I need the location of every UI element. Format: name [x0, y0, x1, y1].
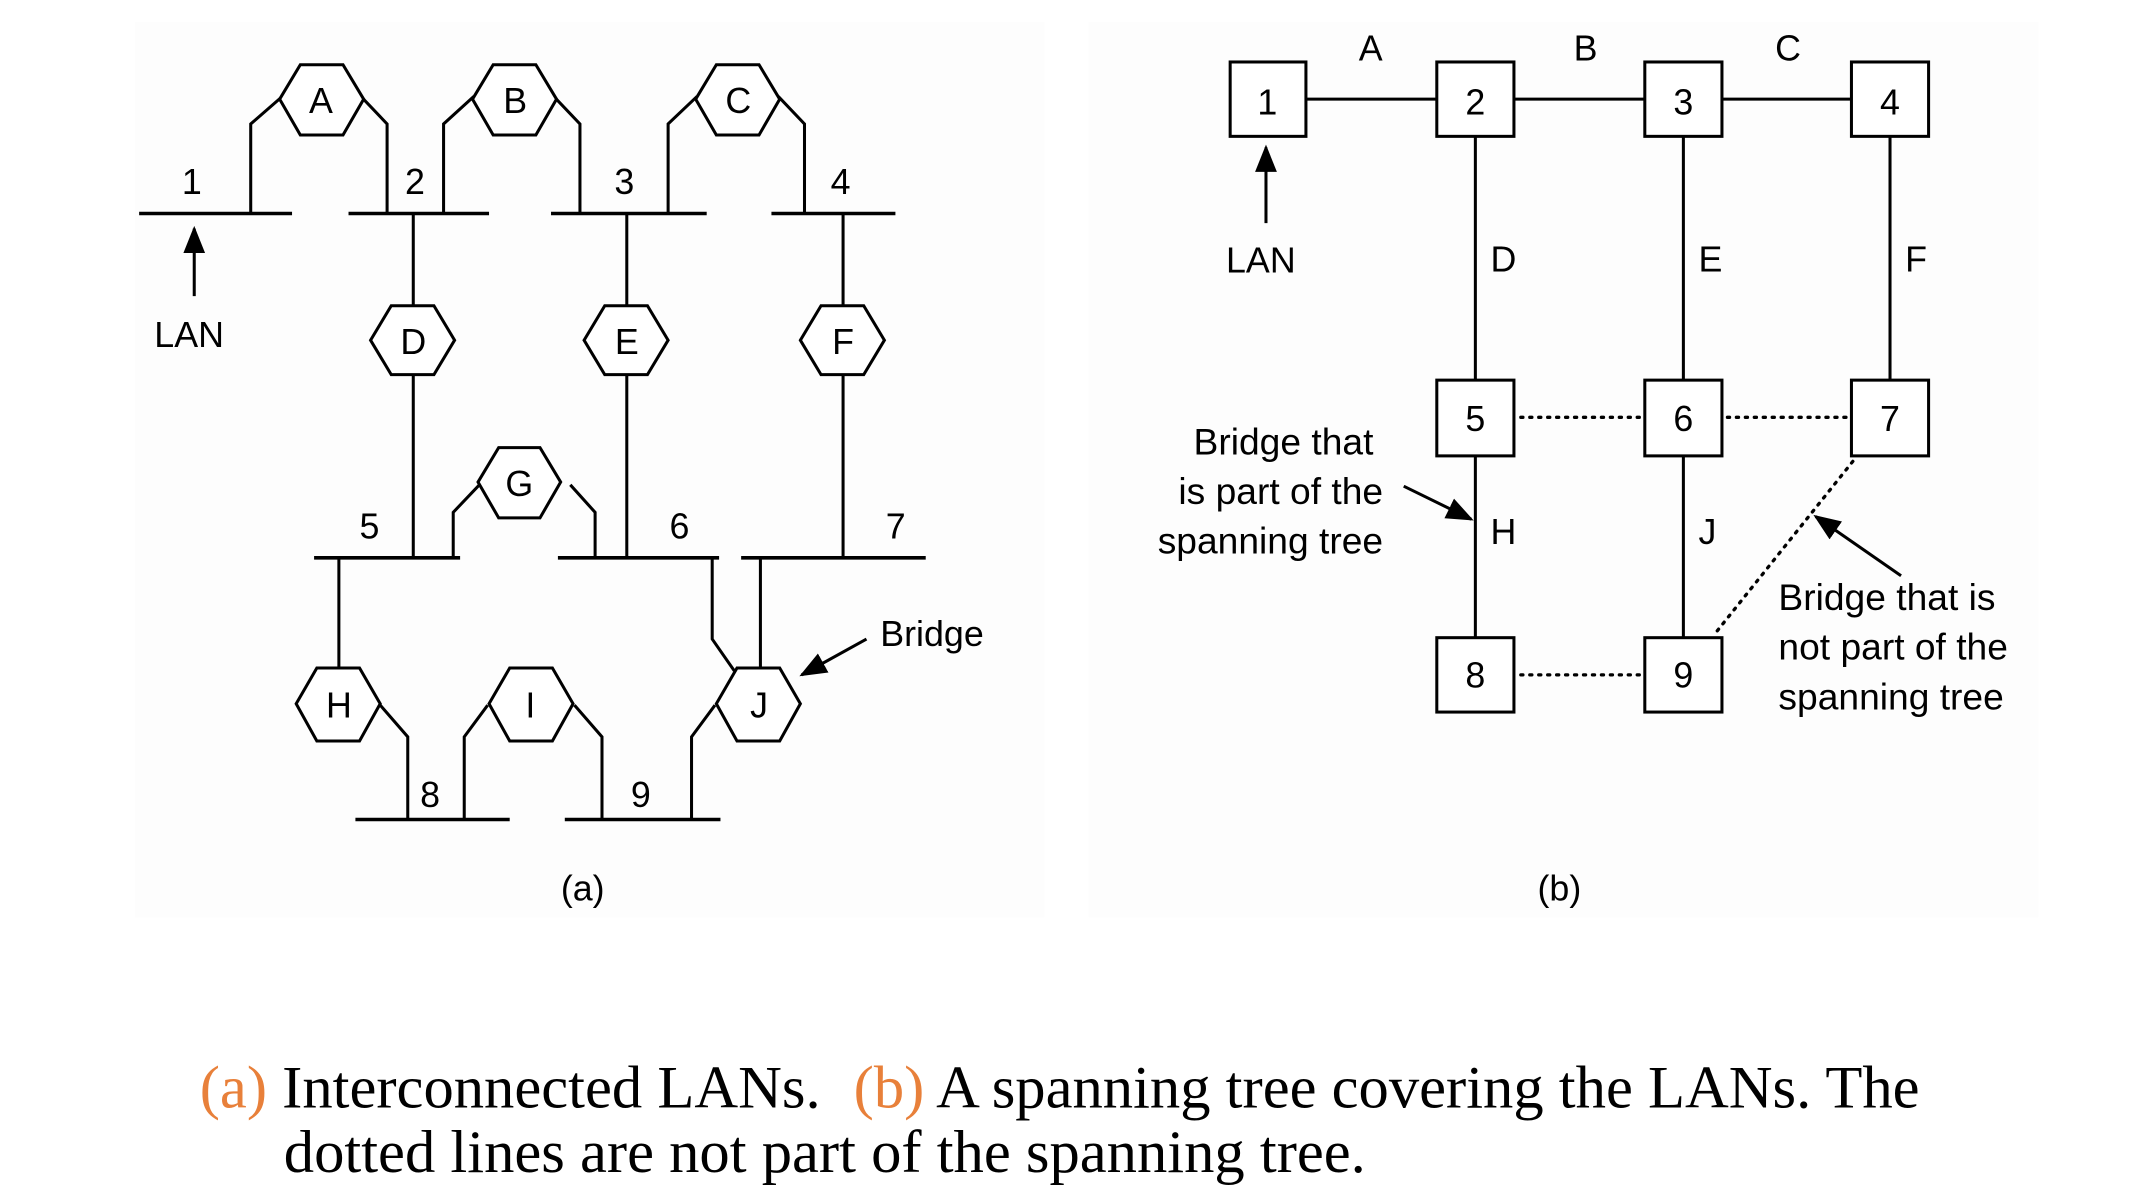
- bridge-pointer-arrow: [799, 637, 868, 677]
- bridge-h-hexagon: [294, 666, 382, 743]
- edge-label-h: H: [1491, 512, 1517, 552]
- note-in-tree-line-3: spanning tree: [1158, 520, 1383, 562]
- bridge-d-hexagon: [368, 304, 457, 377]
- lan-pointer-label-a: LAN: [154, 315, 224, 355]
- bridge-h-label: H: [326, 686, 352, 726]
- bridge-b-link-right: [552, 95, 582, 214]
- node-8-label: 8: [1465, 655, 1485, 695]
- bridge-g-link-right: [569, 483, 597, 558]
- node-9-label: 9: [1673, 655, 1693, 695]
- note-not-in-tree-line-3: spanning tree: [1778, 675, 2003, 717]
- lan-4-label: 4: [831, 162, 851, 202]
- bridge-f-hexagon: [798, 304, 887, 377]
- bridge-i-label: I: [525, 686, 535, 726]
- bridge-a-link-right: [359, 95, 389, 214]
- bridge-d-label: D: [400, 322, 426, 362]
- edge-label-d: D: [1491, 239, 1517, 279]
- node-1: [1228, 60, 1308, 138]
- node-3: [1643, 60, 1724, 138]
- node-7: [1849, 378, 1931, 458]
- bridge-c-hexagon: [693, 63, 782, 137]
- caption-marker-b: (b): [854, 1054, 925, 1121]
- node-4-label: 4: [1880, 82, 1900, 122]
- edge-label-e: E: [1699, 239, 1723, 279]
- note-not-in-tree-line-1: Bridge that is: [1778, 576, 1995, 618]
- caption-text-b: A spanning tree covering the LANs. The: [924, 1054, 1919, 1121]
- panel-a-background: [135, 22, 1045, 918]
- bridge-j-hexagon: [714, 666, 803, 743]
- note-in-tree-line-2: is part of the: [1178, 470, 1383, 512]
- bridge-a-label: A: [309, 81, 333, 121]
- bridge-e-hexagon: [582, 304, 670, 377]
- bridge-b-link-left: [442, 95, 475, 214]
- node-2-label: 2: [1465, 82, 1485, 122]
- node-9: [1643, 636, 1724, 714]
- bridge-e-label: E: [615, 322, 639, 362]
- bridge-c-label: C: [725, 81, 751, 121]
- bridge-b-hexagon: [470, 63, 559, 137]
- panel-a: 1 2 3 4 5 6 7 8 9 A B C D E: [139, 63, 984, 909]
- note-not-in-tree-arrow: [1813, 514, 1902, 577]
- node-8: [1435, 636, 1516, 714]
- bridge-h-link-bottom: [379, 704, 410, 820]
- bridge-a-hexagon: [277, 63, 366, 137]
- caption-line-1: (a) Interconnected LANs. (b) A spanning t…: [200, 1054, 1920, 1121]
- bridge-g-link-left: [451, 483, 481, 558]
- lan-2-label: 2: [405, 162, 425, 202]
- lan-3-label: 3: [614, 162, 634, 202]
- note-in-tree-arrow: [1403, 484, 1474, 521]
- bridge-i-link-left: [462, 704, 489, 820]
- lan-7-label: 7: [886, 507, 906, 547]
- node-6: [1643, 378, 1724, 458]
- edge-label-j: J: [1699, 512, 1717, 552]
- node-1-label: 1: [1257, 82, 1277, 122]
- lan-5-label: 5: [360, 507, 380, 547]
- figure-caption: (a) Interconnected LANs. (b) A spanning t…: [200, 1054, 1920, 1186]
- edge-label-a: A: [1359, 29, 1383, 69]
- bridge-f-label: F: [832, 322, 854, 362]
- lan-9-label: 9: [631, 775, 651, 815]
- lan-1-label: 1: [182, 162, 202, 202]
- non-tree-edge-7-9: [1713, 459, 1855, 636]
- lan-6-label: 6: [669, 507, 689, 547]
- bridge-a-link-left: [249, 95, 284, 214]
- lan-8-label: 8: [420, 775, 440, 815]
- node-6-label: 6: [1673, 399, 1693, 439]
- bridge-b-label: B: [503, 81, 527, 121]
- panel-b-label: (b): [1538, 869, 1582, 909]
- edge-label-b: B: [1574, 29, 1598, 69]
- panel-b: 1 2 3 4 5 6 7 8 9 A B C D E F H J LAN Br…: [1158, 29, 2008, 909]
- edge-label-f: F: [1905, 239, 1927, 279]
- bridge-c-link-right: [777, 95, 807, 214]
- caption-line-2: dotted lines are not part of the spannin…: [284, 1119, 1366, 1186]
- bridge-i-link-right: [573, 704, 604, 820]
- node-3-label: 3: [1673, 82, 1693, 122]
- bridge-i-hexagon: [487, 666, 575, 743]
- lan-pointer-label-b: LAN: [1226, 241, 1296, 281]
- caption-text-a: Interconnected LANs.: [267, 1054, 821, 1121]
- node-4: [1849, 60, 1931, 138]
- panel-a-label: (a): [561, 869, 605, 909]
- caption-marker-a: (a): [200, 1054, 267, 1121]
- bridge-pointer-label: Bridge: [880, 614, 983, 654]
- bridge-g-hexagon: [476, 446, 563, 520]
- bridge-j-label: J: [750, 686, 768, 726]
- bridge-c-link-left: [666, 95, 699, 214]
- node-5: [1435, 378, 1516, 458]
- node-7-label: 7: [1880, 399, 1900, 439]
- edge-label-c: C: [1775, 29, 1801, 69]
- node-5-label: 5: [1465, 399, 1485, 439]
- node-2: [1435, 60, 1516, 138]
- bridge-j-link-6: [710, 557, 736, 672]
- note-not-in-tree-line-2: not part of the: [1778, 626, 2008, 668]
- bridge-j-link-9: [690, 704, 717, 820]
- note-in-tree-line-1: Bridge that: [1194, 421, 1375, 463]
- panel-b-background: [1088, 22, 2039, 918]
- bridge-g-label: G: [505, 464, 533, 504]
